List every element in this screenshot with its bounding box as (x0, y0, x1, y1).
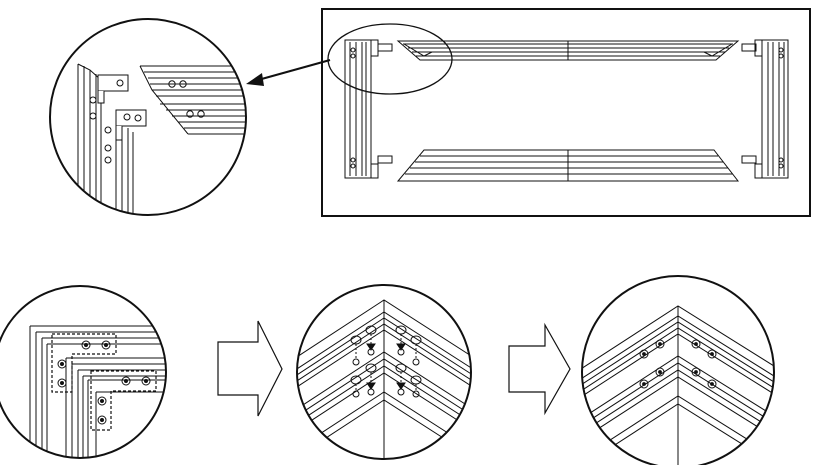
bracket-upper (97, 74, 129, 92)
step-arrow-1 (217, 320, 283, 417)
frame-overview (321, 8, 811, 217)
overview-border (321, 8, 811, 217)
screw-alignment-view (296, 284, 472, 460)
screw-icon (57, 340, 151, 425)
highlight-ellipse (327, 23, 453, 95)
bracket-top-right (741, 43, 757, 52)
bracket-bottom-right (741, 155, 757, 164)
bracket-lower (115, 109, 147, 127)
left-side-profile (344, 39, 393, 179)
block-arrow-right-icon (217, 320, 283, 417)
step-arrow-2 (508, 322, 571, 416)
zoom-circle (49, 18, 247, 216)
bracket-outline-inner (90, 370, 157, 431)
bracket-outline-outer (51, 333, 117, 393)
top-profile (396, 40, 740, 61)
pointer-arrow (246, 58, 331, 86)
right-side-profile (741, 39, 789, 179)
hole-icon (350, 47, 356, 53)
pointer-arrow-icon (246, 73, 264, 86)
bracket-corner-view (0, 285, 167, 459)
screw-icon (639, 339, 717, 389)
corner-detail-zoom (49, 18, 247, 216)
bottom-profile (396, 149, 740, 182)
block-arrow-right-icon (508, 322, 571, 416)
assembled-corner-view (581, 275, 775, 469)
bracket-top-left (377, 43, 393, 52)
bracket-bottom-left (377, 155, 393, 164)
